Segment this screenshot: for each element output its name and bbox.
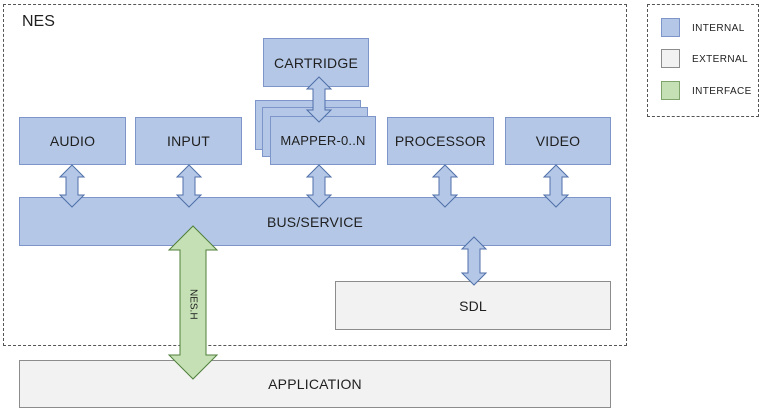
interface-label: NES.H xyxy=(187,289,199,320)
input-block: INPUT xyxy=(135,117,242,165)
processor-block: PROCESSOR xyxy=(387,117,494,165)
legend-interface-label: INTERFACE xyxy=(692,86,752,97)
processor-bus-arrow xyxy=(431,164,459,208)
legend-interface-swatch xyxy=(661,81,680,100)
audio-block: AUDIO xyxy=(19,117,126,165)
bus-service-block: BUS/SERVICE xyxy=(19,197,611,246)
legend xyxy=(647,4,759,117)
mapper-bus-arrow xyxy=(305,164,333,208)
input-bus-arrow xyxy=(175,164,203,208)
legend-external-swatch xyxy=(661,49,680,68)
nes-label: NES xyxy=(22,13,55,30)
video-block: VIDEO xyxy=(505,117,611,165)
legend-internal-swatch xyxy=(661,18,680,37)
legend-internal-label: INTERNAL xyxy=(692,23,745,34)
bus-sdl-arrow xyxy=(460,236,488,286)
cartridge-block: CARTRIDGE xyxy=(263,38,369,87)
legend-external-label: EXTERNAL xyxy=(692,54,748,65)
application-block: APPLICATION xyxy=(19,360,611,408)
nes-container xyxy=(3,4,627,346)
video-bus-arrow xyxy=(542,164,570,208)
audio-bus-arrow xyxy=(58,164,86,208)
mapper-block: MAPPER-0..N xyxy=(270,116,376,165)
cartridge-mapper-arrow xyxy=(305,76,333,123)
interface-arrow xyxy=(167,225,219,380)
